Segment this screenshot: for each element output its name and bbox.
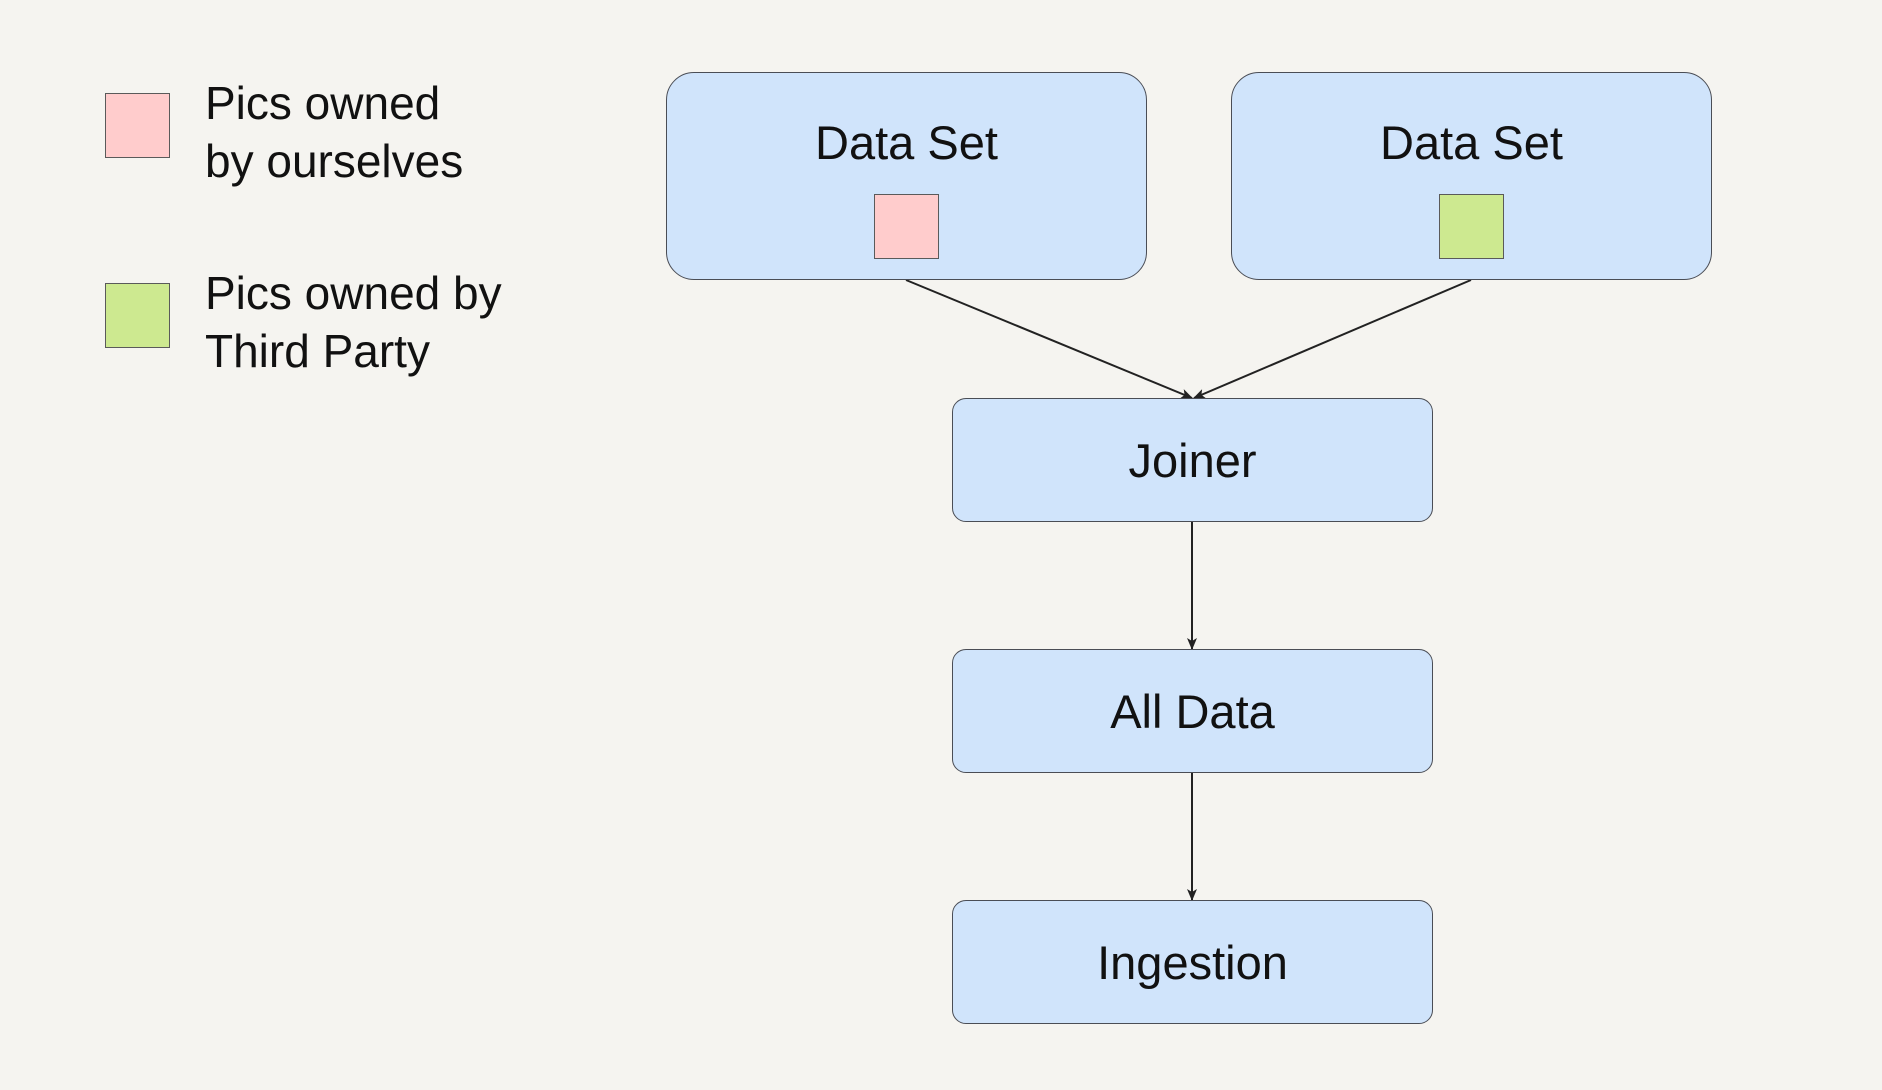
edge-dataset-right-to-joiner xyxy=(1193,279,1472,399)
legend-label-line: Pics owned by xyxy=(205,267,502,319)
node-label: Data Set xyxy=(815,116,998,169)
legend-item-third-party: Pics owned by Third Party xyxy=(105,264,502,380)
legend-label-line: Third Party xyxy=(205,325,430,377)
dataset-swatch-pink xyxy=(874,194,939,259)
node-label: All Data xyxy=(1110,684,1275,738)
legend-label-line: Pics owned xyxy=(205,77,441,129)
node-label: Joiner xyxy=(1128,433,1257,487)
legend-swatch-pink xyxy=(105,93,170,158)
dataset-swatch-green xyxy=(1439,194,1504,259)
legend-label-third-party: Pics owned by Third Party xyxy=(205,264,502,380)
node-joiner[interactable]: Joiner xyxy=(952,398,1433,522)
legend-swatch-green xyxy=(105,283,170,348)
legend-item-ourselves: Pics owned by ourselves xyxy=(105,74,463,190)
node-dataset-left[interactable]: Data Set xyxy=(666,72,1147,280)
node-label: Ingestion xyxy=(1097,935,1288,989)
edge-dataset-left-to-joiner xyxy=(905,279,1193,399)
node-ingestion[interactable]: Ingestion xyxy=(952,900,1433,1024)
legend-label-ourselves: Pics owned by ourselves xyxy=(205,74,463,190)
node-label: Data Set xyxy=(1380,116,1563,169)
legend-label-line: by ourselves xyxy=(205,135,464,187)
node-all-data[interactable]: All Data xyxy=(952,649,1433,773)
node-dataset-right[interactable]: Data Set xyxy=(1231,72,1712,280)
